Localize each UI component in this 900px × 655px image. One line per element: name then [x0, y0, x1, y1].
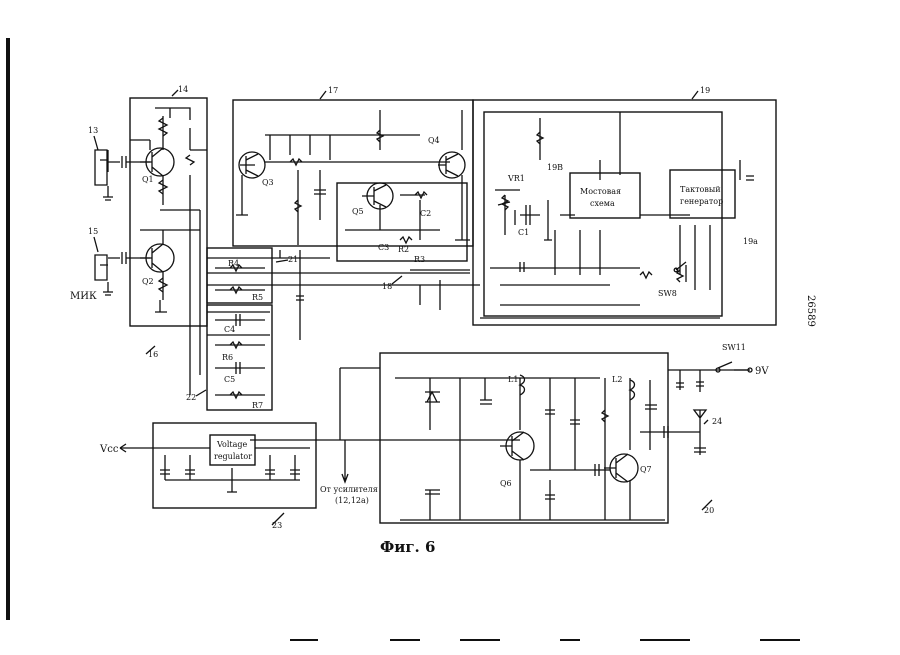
label-block-17: 17	[328, 86, 338, 95]
label-r4: R4	[228, 259, 239, 268]
block-20-wiring	[250, 368, 700, 520]
label-c2: C2	[420, 209, 431, 218]
label-c4: C4	[224, 325, 235, 334]
label-l1: L1	[508, 375, 518, 384]
label-r7: R7	[252, 401, 263, 410]
voltage-regulator-box: Voltage regulator	[210, 435, 255, 465]
label-l2: L2	[612, 375, 622, 384]
block-19-outline	[473, 100, 776, 325]
label-block-19a: 19a	[743, 237, 758, 246]
label-q7: Q7	[640, 465, 652, 474]
bridge-circuit-box: Мостовая схема	[570, 173, 640, 218]
block-14-resistors	[159, 118, 194, 292]
mic-label: МИК	[70, 291, 97, 302]
block-14-outline	[130, 98, 207, 326]
label-r2: R2	[398, 245, 409, 254]
label-block-13: 13	[88, 126, 98, 135]
figure-caption: Фиг. 6	[380, 538, 435, 556]
label-block-19: 19	[700, 86, 710, 95]
regulator-label-line2: regulator	[214, 452, 252, 461]
label-r5: R5	[252, 293, 263, 302]
label-q2: Q2	[142, 277, 154, 286]
label-sw8: SW8	[658, 289, 677, 298]
from-amplifier-line2: (12,12a)	[335, 496, 369, 505]
regulator-label-line1: Voltage	[216, 440, 248, 449]
block-21-parts	[215, 265, 265, 293]
q2-transistor	[140, 244, 174, 272]
label-q6: Q6	[500, 479, 512, 488]
q4-transistor	[438, 152, 465, 178]
q6-transistor	[500, 432, 534, 460]
vr1-potentiometer	[498, 195, 510, 210]
q7-transistor	[604, 454, 638, 482]
bridge-label-line1: Мостовая	[580, 187, 621, 196]
label-block-14: 14	[178, 85, 188, 94]
label-block-21: 21	[288, 255, 298, 264]
label-block-24: 24	[712, 417, 722, 426]
label-q1: Q1	[142, 175, 154, 184]
label-sw11: SW11	[722, 343, 746, 352]
q5-transistor	[362, 183, 393, 209]
scan-edge	[6, 38, 10, 620]
label-block-19b: 19B	[547, 163, 563, 172]
supply-label: 9V	[755, 366, 769, 377]
label-block-23: 23	[272, 521, 282, 530]
label-vr1: VR1	[507, 174, 525, 183]
label-q4: Q4	[428, 136, 440, 145]
label-block-22: 22	[186, 393, 196, 402]
clock-label-line1: Тактовый	[680, 185, 721, 194]
label-r3: R3	[414, 255, 425, 264]
clock-generator-box: Тактовый генератор	[670, 170, 735, 218]
vcc-label: Vcc	[99, 444, 119, 455]
label-block-18: 18	[382, 282, 392, 291]
label-q3: Q3	[262, 178, 274, 187]
supply-input	[668, 362, 752, 392]
block-19-wiring	[490, 112, 754, 305]
clock-label-line2: генератор	[680, 197, 723, 206]
label-c3: C3	[378, 243, 389, 252]
label-c1: C1	[518, 228, 529, 237]
page-number: 26589	[805, 295, 816, 327]
block-17-outline	[233, 100, 473, 246]
label-block-15: 15	[88, 227, 98, 236]
label-r6: R6	[222, 353, 233, 362]
from-amplifier-line1: От усилителя	[320, 485, 378, 494]
amplifier-input-lead	[342, 440, 348, 482]
q1-transistor	[140, 148, 174, 176]
bridge-label-line2: схема	[590, 199, 615, 208]
label-c5: C5	[224, 375, 235, 384]
label-q5: Q5	[352, 207, 364, 216]
